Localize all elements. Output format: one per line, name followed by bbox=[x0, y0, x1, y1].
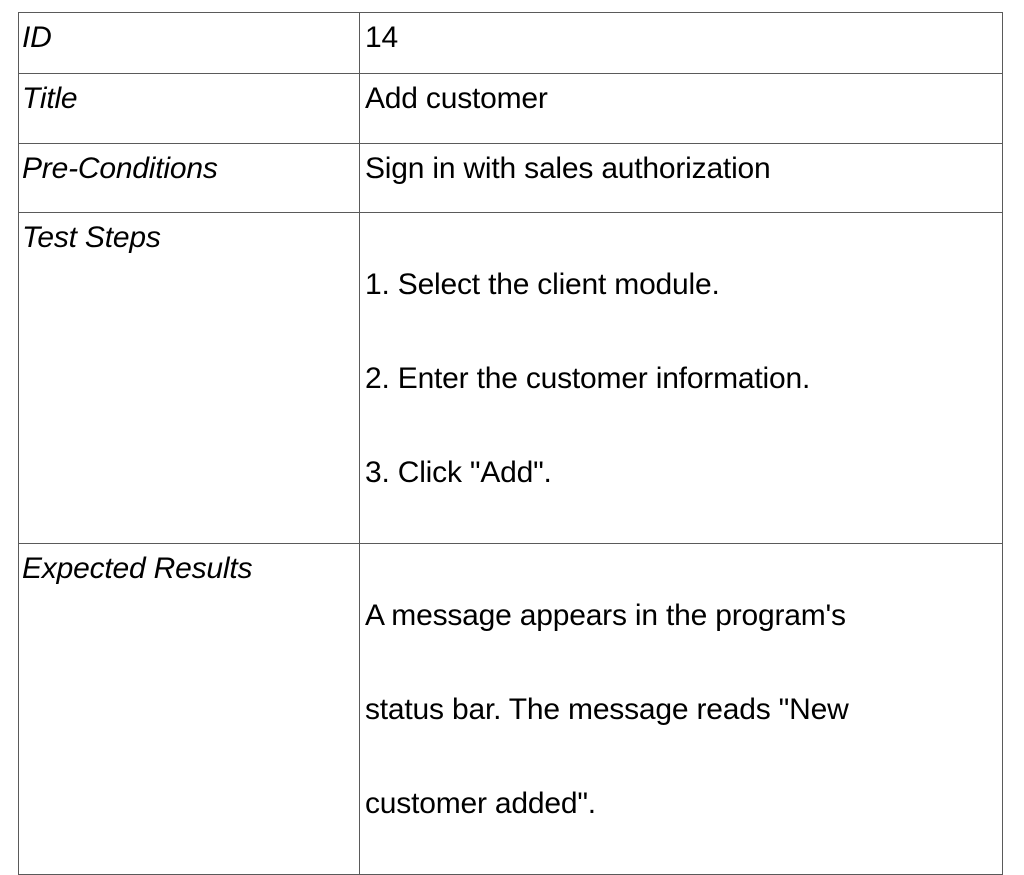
field-label-id: ID bbox=[18, 12, 360, 74]
field-value-title-text: Add customer bbox=[365, 82, 548, 115]
field-value-expected-results-text: A message appears in the program's statu… bbox=[360, 544, 1002, 874]
table-row: Test Steps 1. Select the client module. … bbox=[18, 212, 1003, 544]
expected-result-line: A message appears in the program's bbox=[365, 599, 846, 632]
field-label-id-text: ID bbox=[22, 21, 52, 54]
field-value-expected-results: A message appears in the program's statu… bbox=[359, 543, 1003, 875]
field-label-title: Title bbox=[18, 73, 360, 144]
test-case-table-body: ID 14 Title Add customer Pre-Conditions bbox=[18, 12, 1003, 875]
field-value-id-text: 14 bbox=[365, 21, 398, 54]
field-label-pre-conditions-text: Pre-Conditions bbox=[22, 152, 218, 185]
table-row: Expected Results A message appears in th… bbox=[18, 543, 1003, 875]
page-canvas: ID 14 Title Add customer Pre-Conditions bbox=[18, 12, 1003, 875]
field-label-expected-results-text: Expected Results bbox=[22, 552, 253, 585]
table-row: Pre-Conditions Sign in with sales author… bbox=[18, 143, 1003, 213]
field-value-test-steps-list: 1. Select the client module. 2. Enter th… bbox=[360, 213, 1002, 543]
test-step-line: 3. Click "Add". bbox=[365, 456, 552, 489]
field-value-id: 14 bbox=[359, 12, 1003, 74]
table-row: ID 14 bbox=[18, 12, 1003, 74]
expected-result-line: customer added". bbox=[365, 787, 596, 820]
field-label-expected-results: Expected Results bbox=[18, 543, 360, 875]
field-label-title-text: Title bbox=[22, 82, 78, 115]
test-step-line: 1. Select the client module. bbox=[365, 268, 720, 301]
field-label-pre-conditions: Pre-Conditions bbox=[18, 143, 360, 213]
field-label-test-steps-text: Test Steps bbox=[22, 221, 161, 254]
test-case-table: ID 14 Title Add customer Pre-Conditions bbox=[18, 12, 1003, 875]
table-row: Title Add customer bbox=[18, 73, 1003, 144]
field-value-pre-conditions: Sign in with sales authorization bbox=[359, 143, 1003, 213]
test-step-line: 2. Enter the customer information. bbox=[365, 362, 811, 395]
expected-result-line: status bar. The message reads "New bbox=[365, 693, 849, 726]
field-value-pre-conditions-text: Sign in with sales authorization bbox=[365, 152, 771, 185]
field-label-test-steps: Test Steps bbox=[18, 212, 360, 544]
field-value-title: Add customer bbox=[359, 73, 1003, 144]
field-value-test-steps: 1. Select the client module. 2. Enter th… bbox=[359, 212, 1003, 544]
